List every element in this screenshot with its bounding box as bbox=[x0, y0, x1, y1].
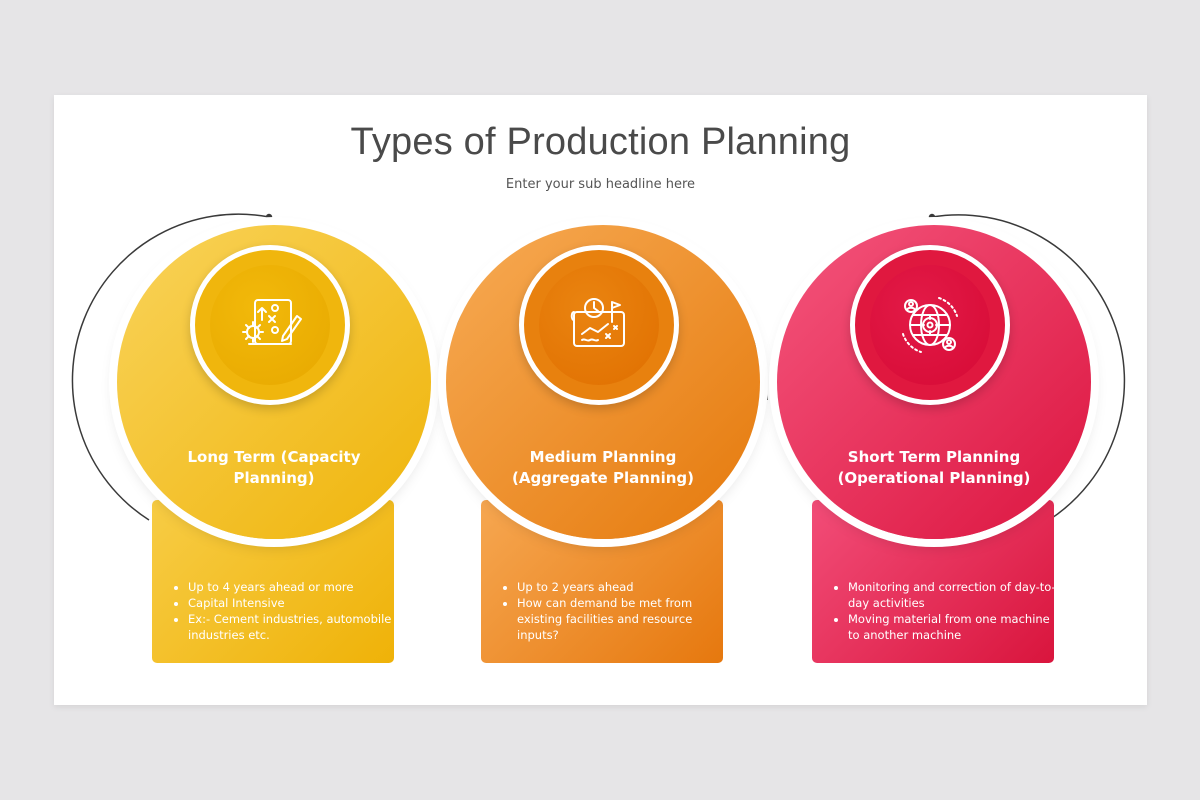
right-arc-dot bbox=[928, 213, 936, 221]
left-arc bbox=[71, 213, 270, 521]
icon-badge bbox=[870, 265, 990, 385]
planning-strategy-icon bbox=[242, 299, 302, 345]
global-operations-icon bbox=[902, 297, 958, 353]
schedule-map-icon bbox=[570, 298, 625, 347]
card-heading-line2: (Operational Planning) bbox=[837, 469, 1031, 487]
icon-ring bbox=[190, 245, 350, 405]
icon-badge bbox=[210, 265, 330, 385]
card-long-term: Long Term (Capacity Planning) Up to 4 ye… bbox=[112, 95, 442, 705]
card-heading-line1: Short Term Planning bbox=[847, 448, 1021, 466]
icon-ring bbox=[850, 245, 1010, 405]
icon-badge bbox=[539, 265, 659, 385]
bullet-item: Up to 4 years ahead or more bbox=[188, 579, 403, 595]
card-medium-term: Medium Planning (Aggregate Planning) Up … bbox=[441, 95, 771, 705]
left-arc-dot bbox=[265, 213, 273, 221]
bullet-list: Monitoring and correction of day-to-day … bbox=[830, 579, 1063, 643]
slide: Types of Production Planning Enter your … bbox=[54, 95, 1147, 705]
bullet-item: Capital Intensive bbox=[188, 595, 403, 611]
bullet-item: Monitoring and correction of day-to-day … bbox=[848, 579, 1063, 611]
page-subtitle: Enter your sub headline here bbox=[505, 177, 696, 192]
right-arc bbox=[931, 214, 1126, 521]
card-heading: Long Term (Capacity Planning) bbox=[152, 447, 396, 489]
bullet-list: Up to 4 years ahead or more Capital Inte… bbox=[170, 579, 403, 643]
bullet-item: Up to 2 years ahead bbox=[517, 579, 732, 595]
bullet-item: How can demand be met from existing faci… bbox=[517, 595, 732, 643]
card-heading: Medium Planning (Aggregate Planning) bbox=[481, 447, 725, 489]
card-heading-line1: Long Term (Capacity bbox=[187, 448, 361, 466]
bullet-item: Moving material from one machine to anot… bbox=[848, 611, 1063, 643]
icon-ring bbox=[519, 245, 679, 405]
card-short-term: Short Term Planning (Operational Plannin… bbox=[772, 95, 1102, 705]
card-heading-line1: Medium Planning bbox=[529, 448, 677, 466]
page-title: Types of Production Planning bbox=[350, 121, 851, 163]
bullet-item: Ex:- Cement industries, automobile indus… bbox=[188, 611, 403, 643]
card-heading: Short Term Planning (Operational Plannin… bbox=[812, 447, 1056, 489]
bullet-list: Up to 2 years ahead How can demand be me… bbox=[499, 579, 732, 643]
card-heading-line2: (Aggregate Planning) bbox=[512, 469, 694, 487]
card-heading-line2: Planning) bbox=[233, 469, 315, 487]
